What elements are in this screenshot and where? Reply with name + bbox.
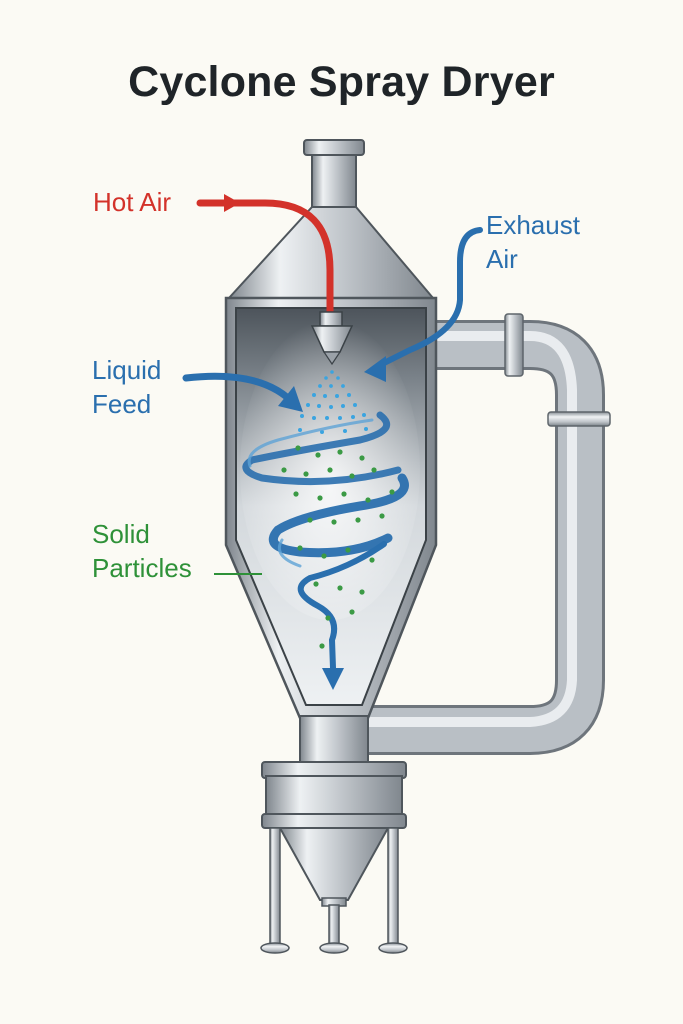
- liquid-feed-label: Liquid Feed: [92, 353, 161, 421]
- diagram-title: Cyclone Spray Dryer: [128, 58, 555, 106]
- support-legs: [260, 827, 408, 954]
- liquid-feed-label-line-2: Feed: [92, 389, 152, 419]
- inlet-neck: [303, 139, 365, 211]
- liquid-feed-label-line-1: Liquid: [92, 355, 162, 385]
- exhaust-pipe: [360, 313, 611, 755]
- spray-droplets: [298, 370, 368, 434]
- exhaust-air-label-line-2: Air: [486, 244, 518, 274]
- exhaust-air-label-line-1: Exhaust: [486, 210, 580, 240]
- air-vortex: [242, 411, 409, 690]
- exhaust-air-label: Exhaust Air: [486, 208, 580, 276]
- solid-particles-label-line-1: Solid: [92, 519, 150, 549]
- solid-particles-label: Solid Particles: [92, 517, 192, 585]
- outlet-neck: [299, 715, 369, 767]
- exhaust-air-arrow: [364, 227, 483, 382]
- atomizer-nozzle: [310, 311, 354, 366]
- collector-housing: [261, 761, 407, 907]
- solid-particles-dots: [281, 445, 395, 649]
- hot-air-label-text: Hot Air: [93, 187, 172, 217]
- solid-particles-label-line-2: Particles: [92, 553, 192, 583]
- hot-air-label: Hot Air: [93, 185, 171, 219]
- liquid-feed-arrow: [182, 372, 303, 412]
- hot-air-line: [196, 199, 334, 322]
